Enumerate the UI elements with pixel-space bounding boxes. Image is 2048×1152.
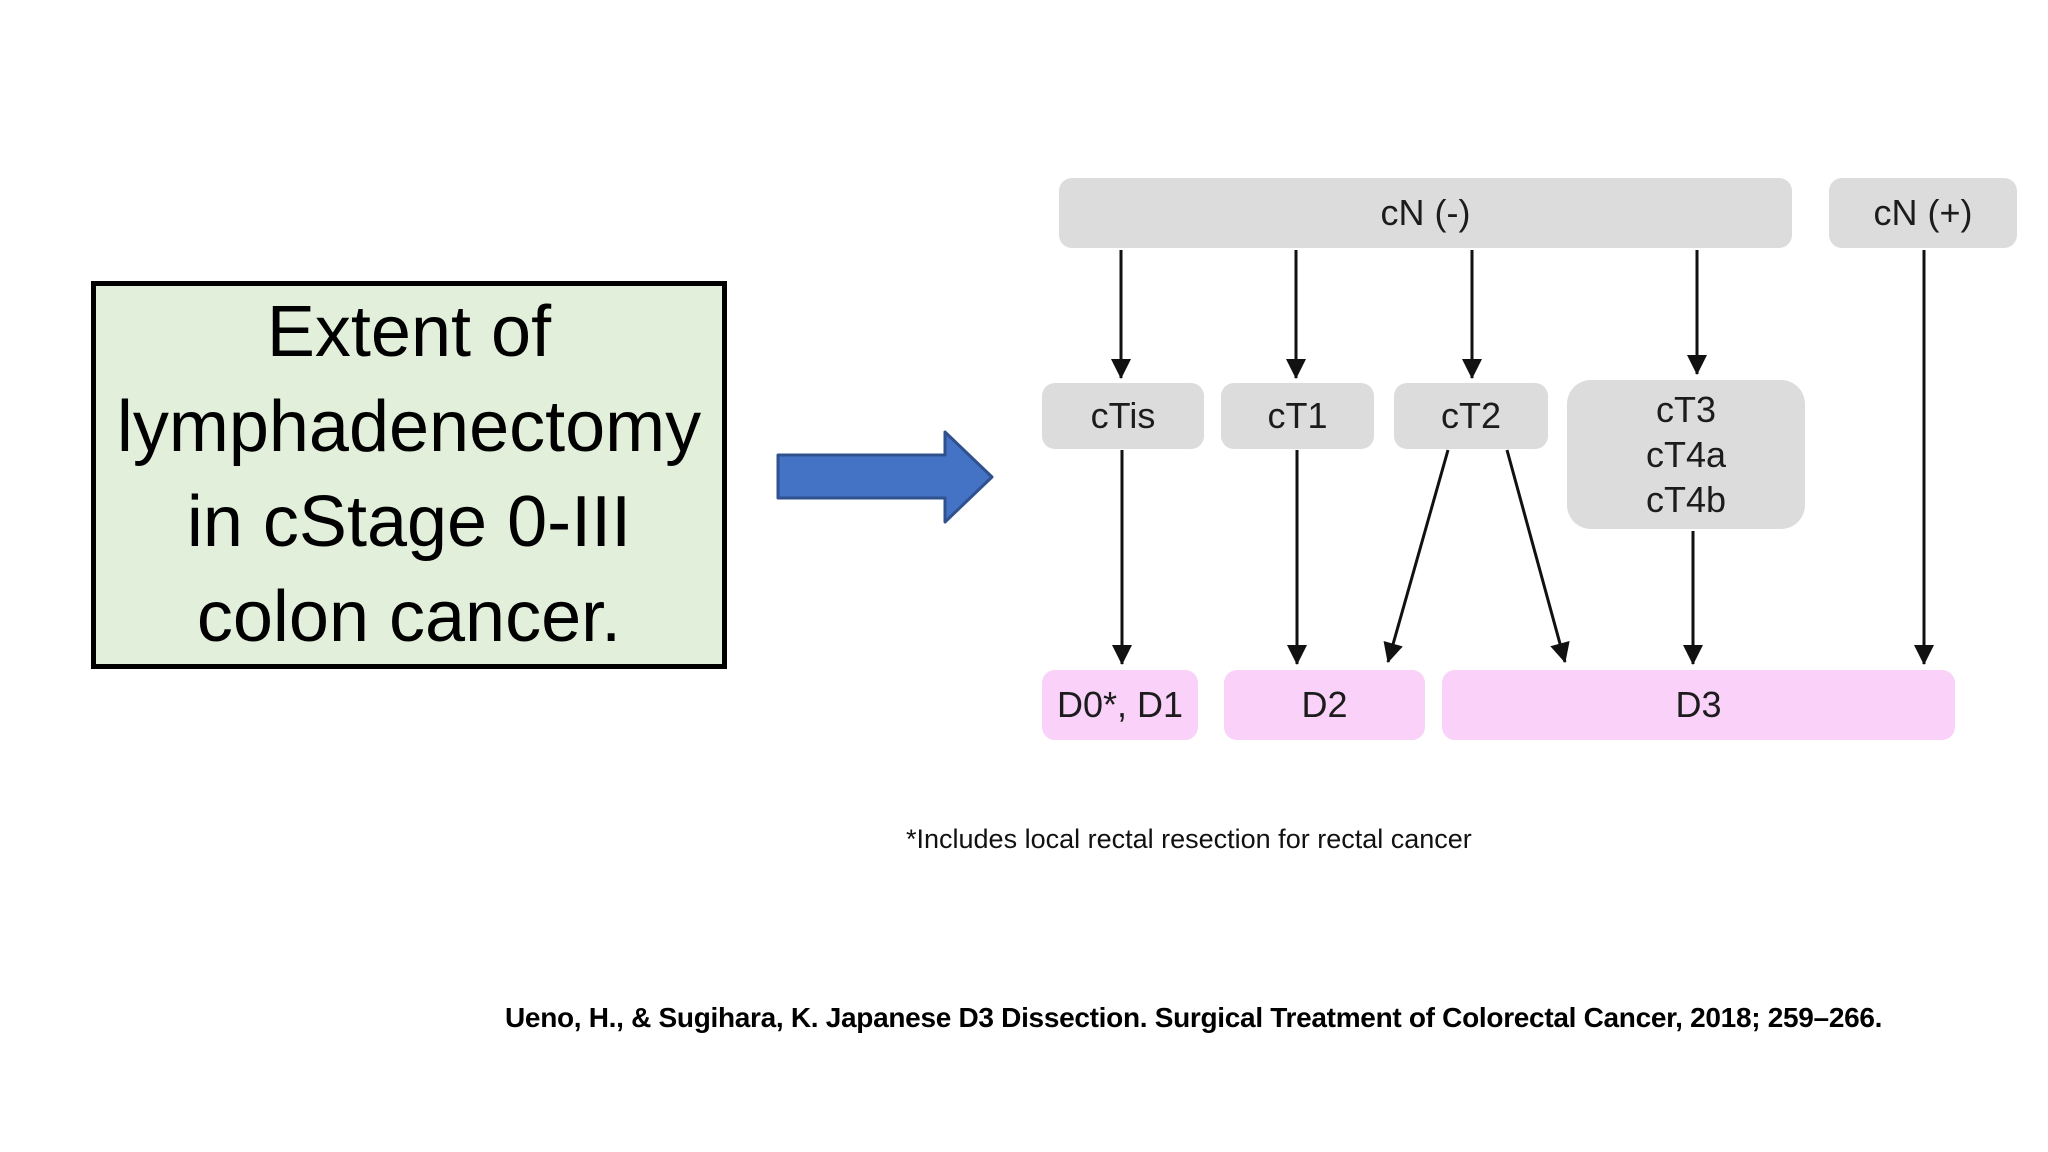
node-ct2: cT2 (1394, 383, 1548, 449)
node-cn-negative: cN (-) (1059, 178, 1792, 248)
node-d0-d1: D0*, D1 (1042, 670, 1198, 740)
node-cn-negative-label: cN (-) (1380, 192, 1471, 233)
node-ct1: cT1 (1221, 383, 1374, 449)
node-d0-d1-label: D0*, D1 (1056, 684, 1184, 725)
title-line-1: Extent of (266, 292, 552, 372)
arrow-ct2-to-d2 (1383, 449, 1450, 663)
node-ctis: cTis (1042, 383, 1204, 449)
node-ct3-label-1: cT3 (1655, 389, 1716, 430)
citation: Ueno, H., & Sugihara, K. Japanese D3 Dis… (505, 1002, 1883, 1033)
arrow-ct2-to-d3 (1505, 449, 1570, 663)
node-d3-label: D3 (1675, 684, 1722, 725)
node-ct1-label: cT1 (1267, 395, 1328, 436)
node-ct3-ct4a-ct4b: cT3 cT4a cT4b (1567, 380, 1805, 529)
node-d2-label: D2 (1301, 684, 1348, 725)
title-line-4: colon cancer. (196, 577, 622, 657)
title-box: Extent of lymphadenectomy in cStage 0-II… (91, 281, 727, 669)
title-line-3: in cStage 0-III (186, 482, 632, 562)
footnote: *Includes local rectal resection for rec… (906, 824, 1472, 854)
node-ct3-label-3: cT4b (1645, 479, 1727, 520)
node-ct3-label-2: cT4a (1645, 434, 1727, 475)
node-cn-positive: cN (+) (1829, 178, 2017, 248)
title-text: Extent of lymphadenectomy in cStage 0-II… (117, 285, 701, 665)
node-ctis-label: cTis (1090, 395, 1156, 436)
right-arrow-shape (776, 430, 994, 524)
node-ct2-label: cT2 (1440, 395, 1501, 436)
node-d2: D2 (1224, 670, 1425, 740)
title-line-2: lymphadenectomy (116, 387, 702, 467)
node-d3: D3 (1442, 670, 1955, 740)
right-arrow-icon (776, 430, 994, 524)
node-cn-positive-label: cN (+) (1873, 192, 1973, 233)
